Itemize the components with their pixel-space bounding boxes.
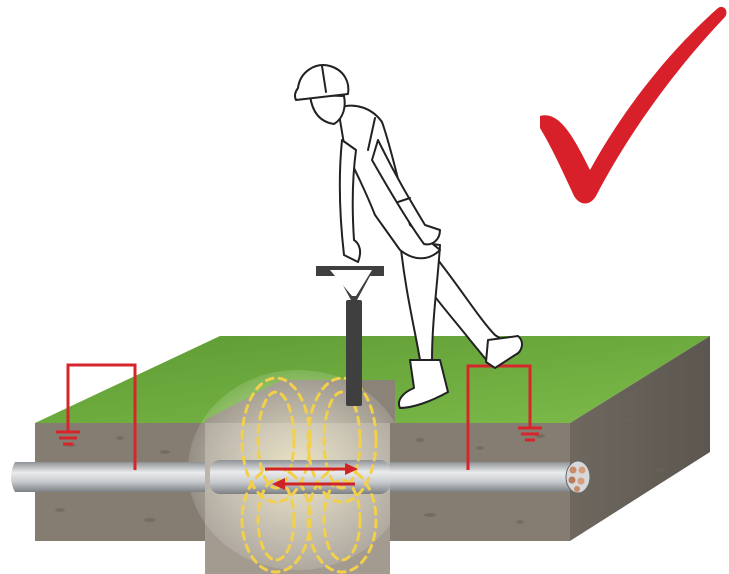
checkmark-icon <box>540 7 726 204</box>
pipe-left-segment <box>11 462 205 492</box>
cable-bundle-icon <box>566 461 590 493</box>
pipe-right-segment <box>390 462 570 492</box>
